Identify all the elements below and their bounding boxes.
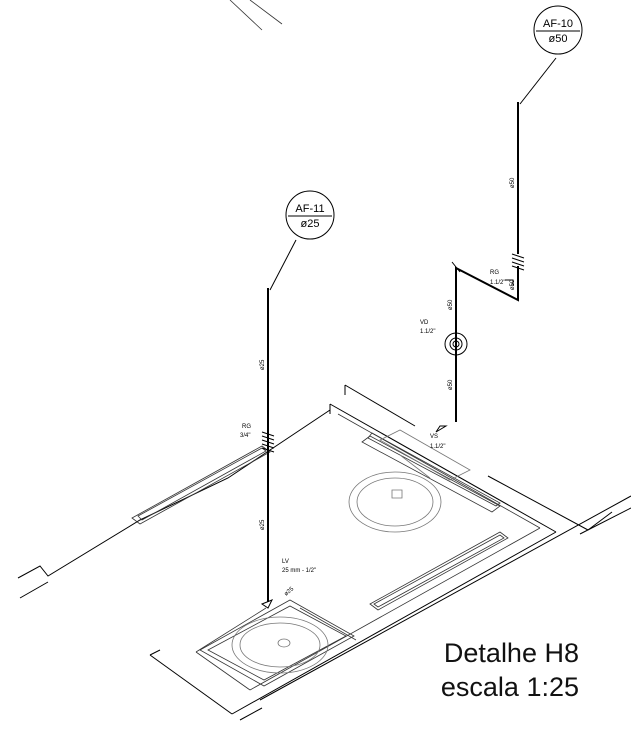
lv-label: LV <box>282 559 289 565</box>
lv-size: 25 mm - 1/2" <box>282 568 316 574</box>
drawing-title-block: Detalhe H8 escala 1:25 <box>441 636 579 704</box>
vs-size: 1.1/2" <box>430 444 445 450</box>
diameter-label: ø25 <box>260 519 266 530</box>
washbasin-fixture <box>199 599 357 687</box>
scale-label: escala 1:25 <box>440 672 579 702</box>
rg-top-size: 1.1/2" <box>490 280 505 286</box>
pipe-af10 <box>435 57 557 433</box>
wall-strip-right-bottom <box>369 531 509 611</box>
tag-af11: AF-11 ø25 <box>285 190 335 240</box>
diameter-label: ø50 <box>448 379 454 390</box>
diameter-label: ø25 <box>260 359 266 370</box>
diameter-label: ø50 <box>510 279 516 290</box>
diameter-label: ø25 <box>283 586 295 598</box>
tag-af10: AF-10 ø50 <box>533 5 583 55</box>
rg-top-label: RG <box>490 270 499 276</box>
tag-af10-diameter: ø50 <box>549 33 568 45</box>
wall-strip-left <box>131 445 271 525</box>
pipe-af11 <box>260 239 297 609</box>
rg-left-label: RG <box>242 424 251 430</box>
vd-size: 1.1/2" <box>420 329 435 335</box>
diameter-label: ø50 <box>448 299 454 310</box>
tag-af10-code: AF-10 <box>543 18 573 30</box>
wall-strip-right-top <box>361 432 501 513</box>
tag-af11-code: AF-11 <box>295 203 324 215</box>
toilet-fixture <box>348 429 471 533</box>
vs-label: VS <box>430 434 438 440</box>
diameter-label: ø50 <box>510 177 516 188</box>
tag-af11-diameter: ø25 <box>301 218 320 230</box>
wall-fragment-top <box>229 0 283 31</box>
rg-left-size: 3/4" <box>240 433 250 439</box>
detail-title: Detalhe H8 <box>443 638 579 668</box>
floor-slab-outline <box>17 384 631 721</box>
vd-label: VD <box>420 320 429 326</box>
